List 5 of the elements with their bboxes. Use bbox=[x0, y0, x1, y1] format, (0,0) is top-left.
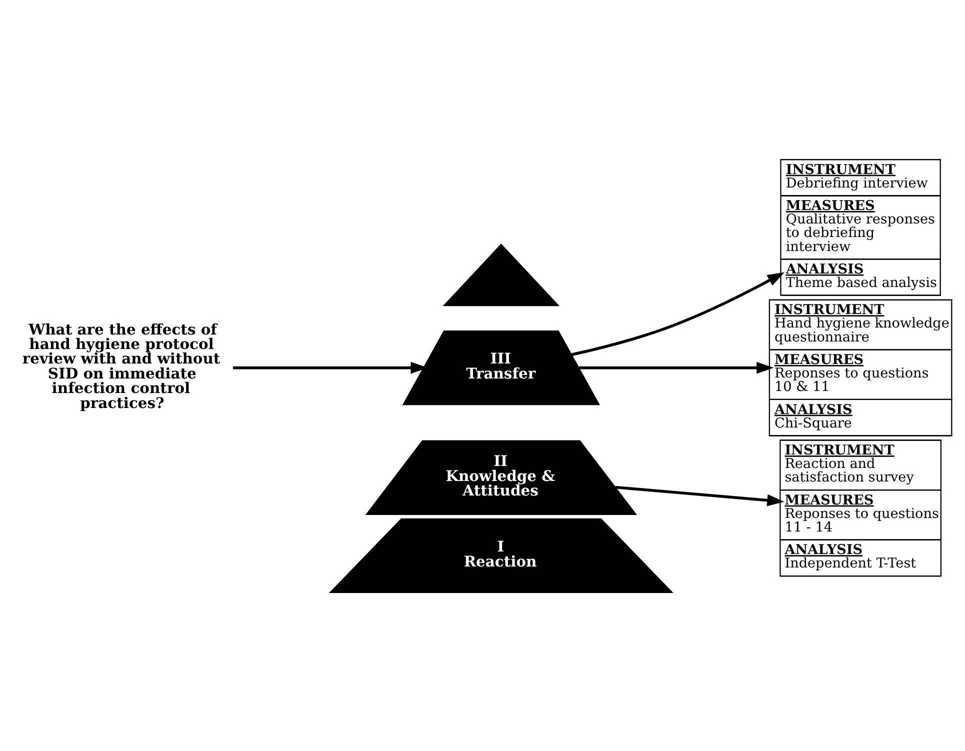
arrow bbox=[615, 485, 784, 506]
node-text: What are the effects of hand hygiene protocol review with and without SID on immediate infection control practices? bbox=[22, 320, 220, 412]
arrow bbox=[571, 272, 784, 356]
arrow bbox=[578, 361, 774, 374]
node-triangle bbox=[442, 243, 560, 306]
